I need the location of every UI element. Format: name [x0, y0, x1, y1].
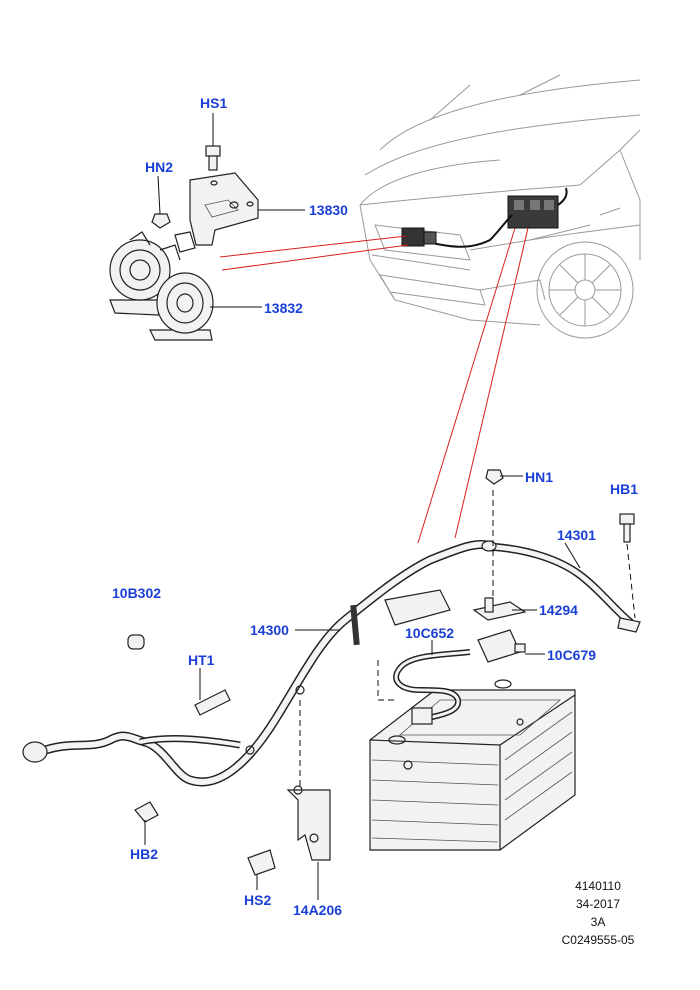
callout-13830: 13830 — [309, 202, 348, 218]
reference-image-code: C0249555-05 — [562, 933, 635, 947]
leader-lines — [144, 113, 636, 900]
bolt-hs2 — [247, 849, 276, 876]
callout-10b302: 10B302 — [112, 585, 161, 601]
reference-date: 34-2017 — [576, 897, 620, 911]
callout-hs1: HS1 — [200, 95, 227, 111]
horns-13832 — [109, 231, 214, 341]
harness-14300 — [22, 539, 498, 787]
bracket-14a206 — [286, 785, 331, 861]
callout-hs2: HS2 — [244, 892, 271, 908]
callout-labels: HS1 HN2 13830 13832 HN1 HB1 14301 10B302… — [112, 95, 638, 918]
callout-ht1: HT1 — [188, 652, 215, 668]
vehicle-front-illustration — [359, 74, 641, 339]
callout-14294: 14294 — [539, 602, 578, 618]
highlight-lines — [219, 227, 529, 544]
horn-assembly — [109, 145, 259, 341]
callout-hn1: HN1 — [525, 469, 553, 485]
callout-10c652: 10C652 — [405, 625, 454, 641]
battery-sensor-10c679 — [477, 629, 526, 663]
nut-hn1 — [485, 469, 504, 485]
fuse-10b302 — [127, 634, 145, 650]
cable-14301 — [481, 540, 641, 633]
nut-hn2 — [151, 213, 171, 229]
battery — [369, 679, 576, 851]
bolt-hb1 — [619, 513, 635, 543]
callout-13832: 13832 — [264, 300, 303, 316]
wire-10c652 — [393, 649, 471, 725]
callout-hb2: HB2 — [130, 846, 158, 862]
reference-number: 4140110 — [575, 879, 621, 893]
callout-10c679: 10C679 — [547, 647, 596, 663]
reference-block: 4140110 34-2017 3A C0249555-05 — [562, 879, 635, 947]
callout-14a206: 14A206 — [293, 902, 342, 918]
callout-hn2: HN2 — [145, 159, 173, 175]
bracket-13830 — [174, 172, 259, 253]
bracket-14294 — [472, 597, 527, 621]
callout-14300: 14300 — [250, 622, 289, 638]
bolt-hb2 — [134, 801, 159, 823]
bolt-hs1 — [205, 145, 221, 171]
reference-revision: 3A — [591, 915, 606, 929]
callout-14301: 14301 — [557, 527, 596, 543]
callout-hb1: HB1 — [610, 481, 638, 497]
terminal-ht1 — [194, 689, 231, 716]
